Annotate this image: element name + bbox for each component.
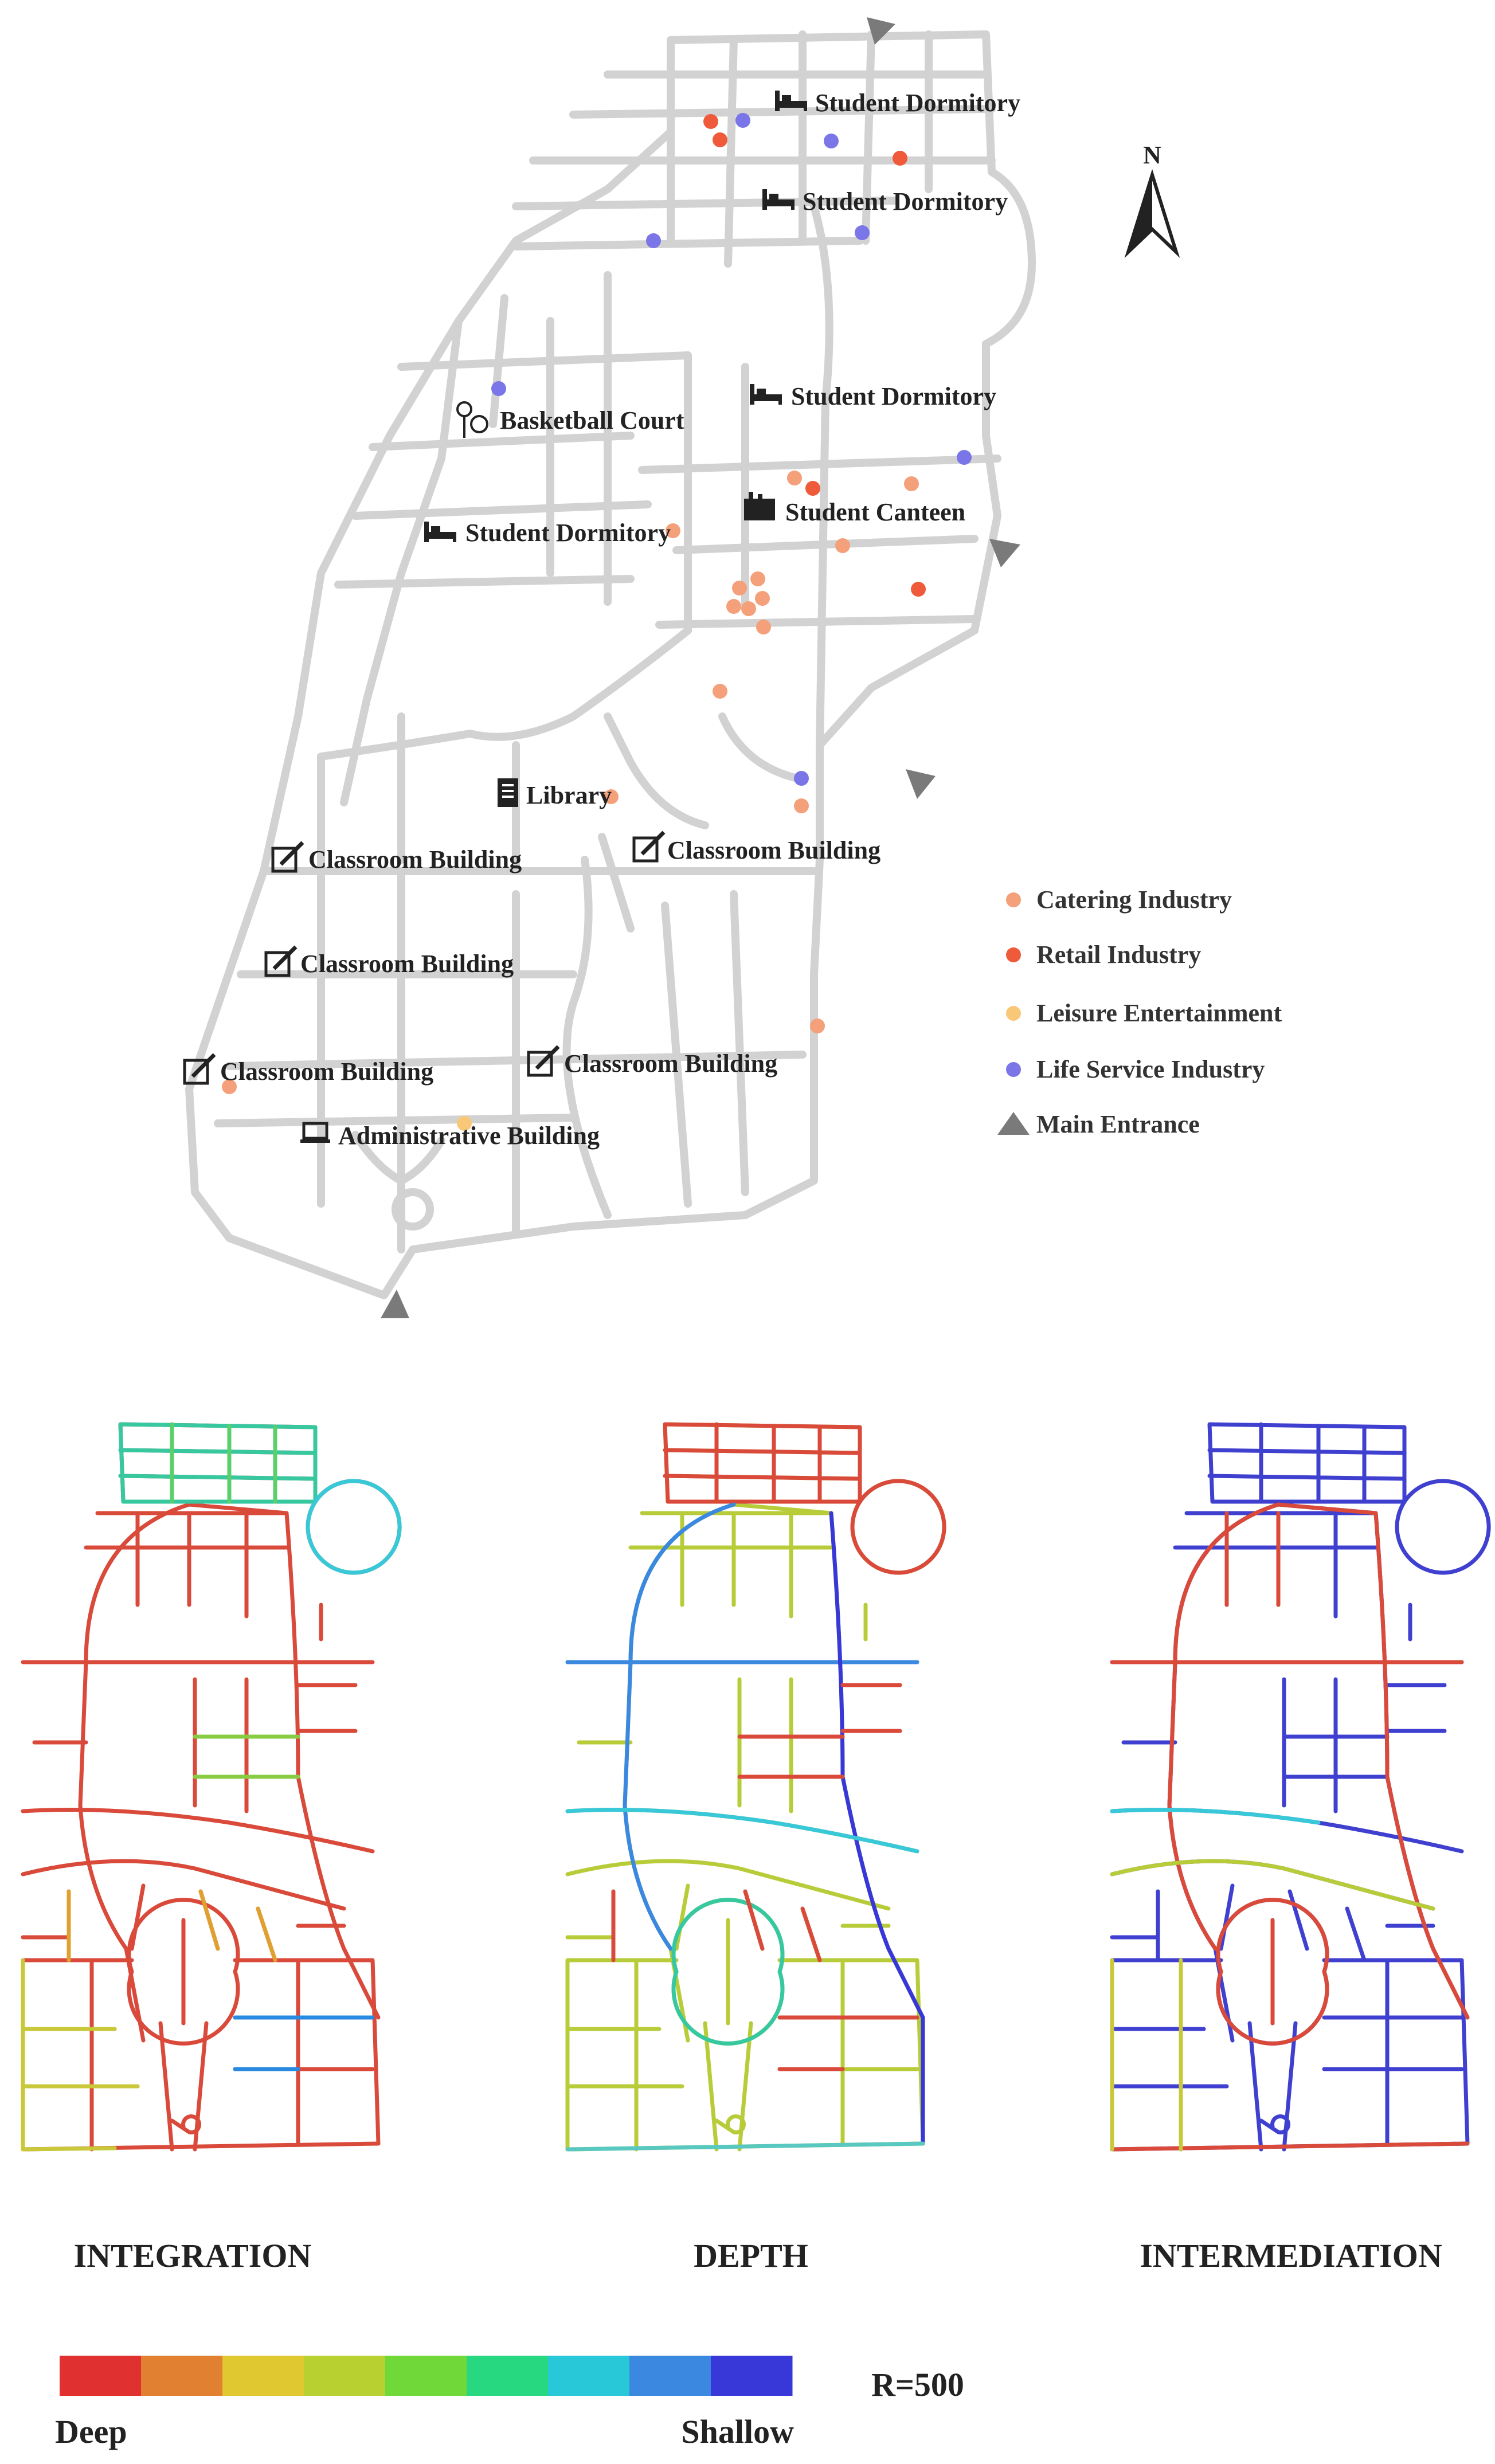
life-service-legend-dot (1006, 1062, 1021, 1077)
life-service-dot (646, 233, 661, 248)
catering-dot (732, 581, 747, 596)
intermediation-panel (1110, 1424, 1489, 2152)
panel-title-intermediation: INTERMEDIATION (1140, 2237, 1442, 2274)
life-service-dot (491, 381, 506, 396)
building-label: Classroom Building (308, 845, 522, 873)
depth-panel (565, 1422, 946, 2152)
catering-dot (666, 523, 680, 538)
catering-dot (794, 798, 809, 813)
life-service-dot (855, 225, 870, 240)
retail-dot (893, 151, 907, 166)
building-labels: Student Dormitory Student Dormitory Stud… (183, 89, 1020, 1150)
pencil-icon (264, 945, 298, 977)
north-label: N (1143, 141, 1161, 169)
catering-dot (222, 1079, 237, 1094)
building-label: Classroom Building (220, 1057, 433, 1086)
colorbar-segment (385, 2356, 467, 2396)
basketball-icon (456, 401, 488, 438)
catering-dot (741, 601, 756, 616)
life-service-dot (824, 134, 839, 148)
bed-icon (424, 522, 456, 542)
colorbar-segment (467, 2356, 549, 2396)
life-service-dot (735, 113, 750, 128)
building-label: Classroom Building (564, 1049, 777, 1078)
integration-overlay (21, 1422, 402, 2152)
entrance-triangle (989, 539, 1020, 567)
entrance-markers (381, 17, 1020, 1318)
colorbar-segment (222, 2356, 304, 2396)
legend-label: Main Entrance (1036, 1110, 1200, 1138)
building-label: Student Dormitory (815, 89, 1020, 117)
poi-legend: Catering Industry Retail Industry Leisur… (997, 886, 1282, 1138)
road-network (185, 30, 1036, 1299)
retail-legend-dot (1006, 947, 1021, 962)
catering-dot (726, 599, 741, 614)
laptop-icon (300, 1122, 330, 1143)
retail-dot (911, 582, 926, 597)
building-label: Classroom Building (300, 950, 514, 978)
catering-dot (756, 620, 771, 634)
north-arrow: N (1124, 141, 1180, 258)
colorbar-low-label: Deep (55, 2413, 127, 2450)
bed-icon (762, 189, 795, 210)
colorbar-segment (141, 2356, 223, 2396)
entrance-triangle (906, 769, 936, 799)
catering-legend-dot (1006, 892, 1021, 907)
pencil-icon (183, 1053, 216, 1085)
colorbar-segment (629, 2356, 711, 2396)
retail-dot (805, 481, 820, 496)
catering-dot (755, 591, 770, 606)
entrance-triangle (867, 17, 895, 45)
catering-dot (787, 471, 802, 485)
panel-title-integration: INTEGRATION (74, 2237, 312, 2274)
poi-dots (222, 113, 972, 1131)
pencil-icon (632, 831, 666, 863)
catering-dot (904, 476, 919, 491)
legend-label: Life Service Industry (1036, 1055, 1265, 1083)
catering-dot (750, 571, 765, 586)
bed-icon (750, 384, 782, 405)
catering-dot (713, 684, 727, 699)
leisure-legend-dot (1006, 1006, 1021, 1021)
catering-dot (810, 1018, 825, 1033)
colorbar-segment (304, 2356, 386, 2396)
legend-label: Catering Industry (1036, 886, 1232, 914)
building-label: Administrative Building (338, 1122, 600, 1150)
legend-label: Retail Industry (1036, 941, 1201, 969)
pencil-icon (271, 841, 304, 873)
entrance-legend-triangle (997, 1112, 1030, 1135)
integration-panel (21, 1422, 402, 2152)
leisure-dot (457, 1116, 472, 1131)
colorbar-radius-label: R=500 (871, 2366, 964, 2403)
building-label: Library (526, 781, 612, 809)
depth-overlay (565, 1422, 946, 2152)
building-label: Student Dormitory (465, 519, 671, 547)
catering-dot (835, 538, 850, 553)
campus-map: N Student Dormitory Student Dormitory St… (183, 17, 1282, 1318)
building-label: Basketball Court (500, 406, 684, 434)
building-label: Student Dormitory (803, 187, 1008, 216)
building-label: Student Canteen (785, 498, 965, 526)
entrance-triangle (381, 1290, 409, 1318)
canteen-icon (744, 492, 775, 520)
legend-label: Leisure Entertainment (1036, 999, 1282, 1027)
colorbar-segment (60, 2356, 142, 2396)
life-service-dot (794, 771, 809, 786)
colorbar-segment (711, 2356, 793, 2396)
pencil-icon (527, 1045, 560, 1077)
intermediation-overlay (1110, 1502, 1470, 2152)
building-label: Student Dormitory (791, 382, 996, 410)
panel-title-depth: DEPTH (694, 2237, 808, 2274)
retail-dot (703, 114, 718, 129)
building-label: Classroom Building (667, 836, 880, 864)
bed-icon (775, 91, 807, 111)
retail-dot (713, 132, 727, 147)
life-service-dot (957, 450, 972, 465)
catering-dot (604, 789, 619, 804)
book-icon (498, 778, 518, 807)
colorbar-high-label: Shallow (681, 2413, 794, 2450)
color-bar (60, 2356, 793, 2396)
colorbar-segment (548, 2356, 630, 2396)
